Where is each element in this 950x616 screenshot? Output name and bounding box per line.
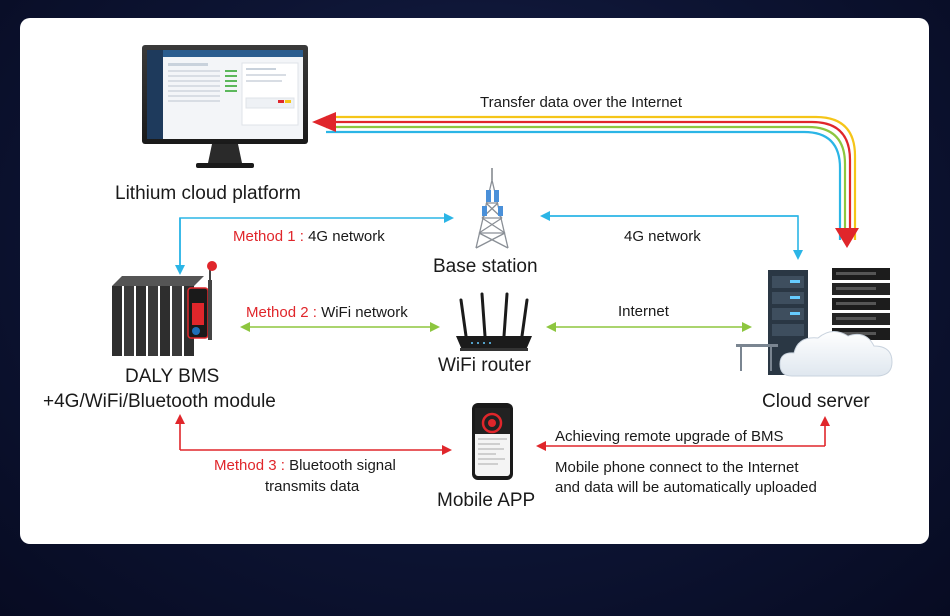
upgrade-line	[536, 416, 830, 451]
method2-label: Method 2 : WiFi network	[246, 304, 408, 321]
cloud-server-icon	[736, 268, 893, 377]
method1-text: 4G network	[308, 228, 385, 245]
method1-label: Method 1 : 4G network	[233, 228, 385, 245]
cloud-server-label: Cloud server	[762, 391, 870, 412]
wifi-router-icon	[456, 292, 532, 351]
method1-line	[175, 213, 454, 275]
transfer-arrow	[312, 112, 859, 248]
server-4g-line	[540, 211, 803, 260]
method3-text2: transmits data	[265, 478, 360, 495]
bms-battery-icon	[112, 261, 217, 356]
method3-label: Method 3 : Bluetooth signal	[214, 457, 396, 474]
bms-label-line1: DALY BMS	[125, 366, 220, 387]
base-station-icon	[475, 168, 509, 249]
method3-prefix: Method 3 :	[214, 457, 285, 474]
method2-prefix: Method 2 :	[246, 304, 317, 321]
internet-label: Internet	[618, 303, 669, 320]
cloud-platform-label: Lithium cloud platform	[115, 183, 301, 204]
method3-text1: Bluetooth signal	[289, 457, 396, 474]
mobile-upload-line1: Mobile phone connect to the Internet	[555, 459, 799, 476]
method2-text: WiFi network	[321, 304, 408, 321]
monitor-icon	[142, 45, 308, 168]
server-4g-label: 4G network	[624, 228, 701, 245]
mobile-upload-line2: and data will be automatically uploaded	[555, 479, 817, 496]
upgrade-label: Achieving remote upgrade of BMS	[555, 428, 784, 445]
mobile-phone-icon	[472, 403, 513, 480]
transfer-label: Transfer data over the Internet	[480, 94, 683, 111]
mobile-app-label: Mobile APP	[437, 490, 536, 511]
bms-label-line2: +4G/WiFi/Bluetooth module	[43, 391, 276, 412]
diagram-card: Lithium cloud platform Base station WiFi…	[20, 18, 929, 544]
diagram-canvas	[112, 45, 893, 480]
method1-prefix: Method 1 :	[233, 228, 304, 245]
wifi-router-label: WiFi router	[438, 355, 531, 376]
base-station-label: Base station	[433, 256, 538, 277]
method3-line	[175, 414, 452, 455]
